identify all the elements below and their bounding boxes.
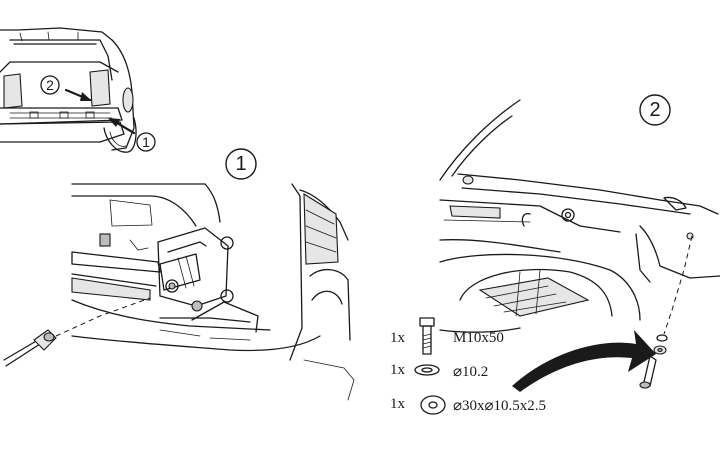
bolt-icon — [419, 317, 435, 355]
washer-large-icon — [420, 395, 446, 415]
step-1-callout-circle — [225, 148, 257, 180]
overview-callout-1: 1 — [142, 134, 150, 150]
car-overview-illustration — [0, 27, 137, 153]
step-2-callout-circle — [639, 94, 671, 126]
step-2-callout: 2 — [649, 99, 661, 121]
overview-callout-2: 2 — [46, 77, 54, 93]
part-1-qty: 1x — [390, 330, 405, 346]
part-2-name: ⌀10.2 — [453, 364, 489, 380]
overview-callout-2-circle — [40, 75, 60, 95]
washer-small-icon — [414, 364, 440, 376]
step-1-callout: 1 — [235, 153, 247, 175]
part-2-qty: 1x — [390, 362, 405, 378]
detail-view-2-illustration — [439, 99, 720, 392]
part-3-qty: 1x — [390, 396, 405, 412]
part-3-name: ⌀30x⌀10.5x2.5 — [453, 398, 547, 414]
detail-view-1-illustration — [3, 183, 355, 401]
overview-callout-1-circle — [136, 132, 156, 152]
part-1-name: M10x50 — [453, 330, 504, 346]
